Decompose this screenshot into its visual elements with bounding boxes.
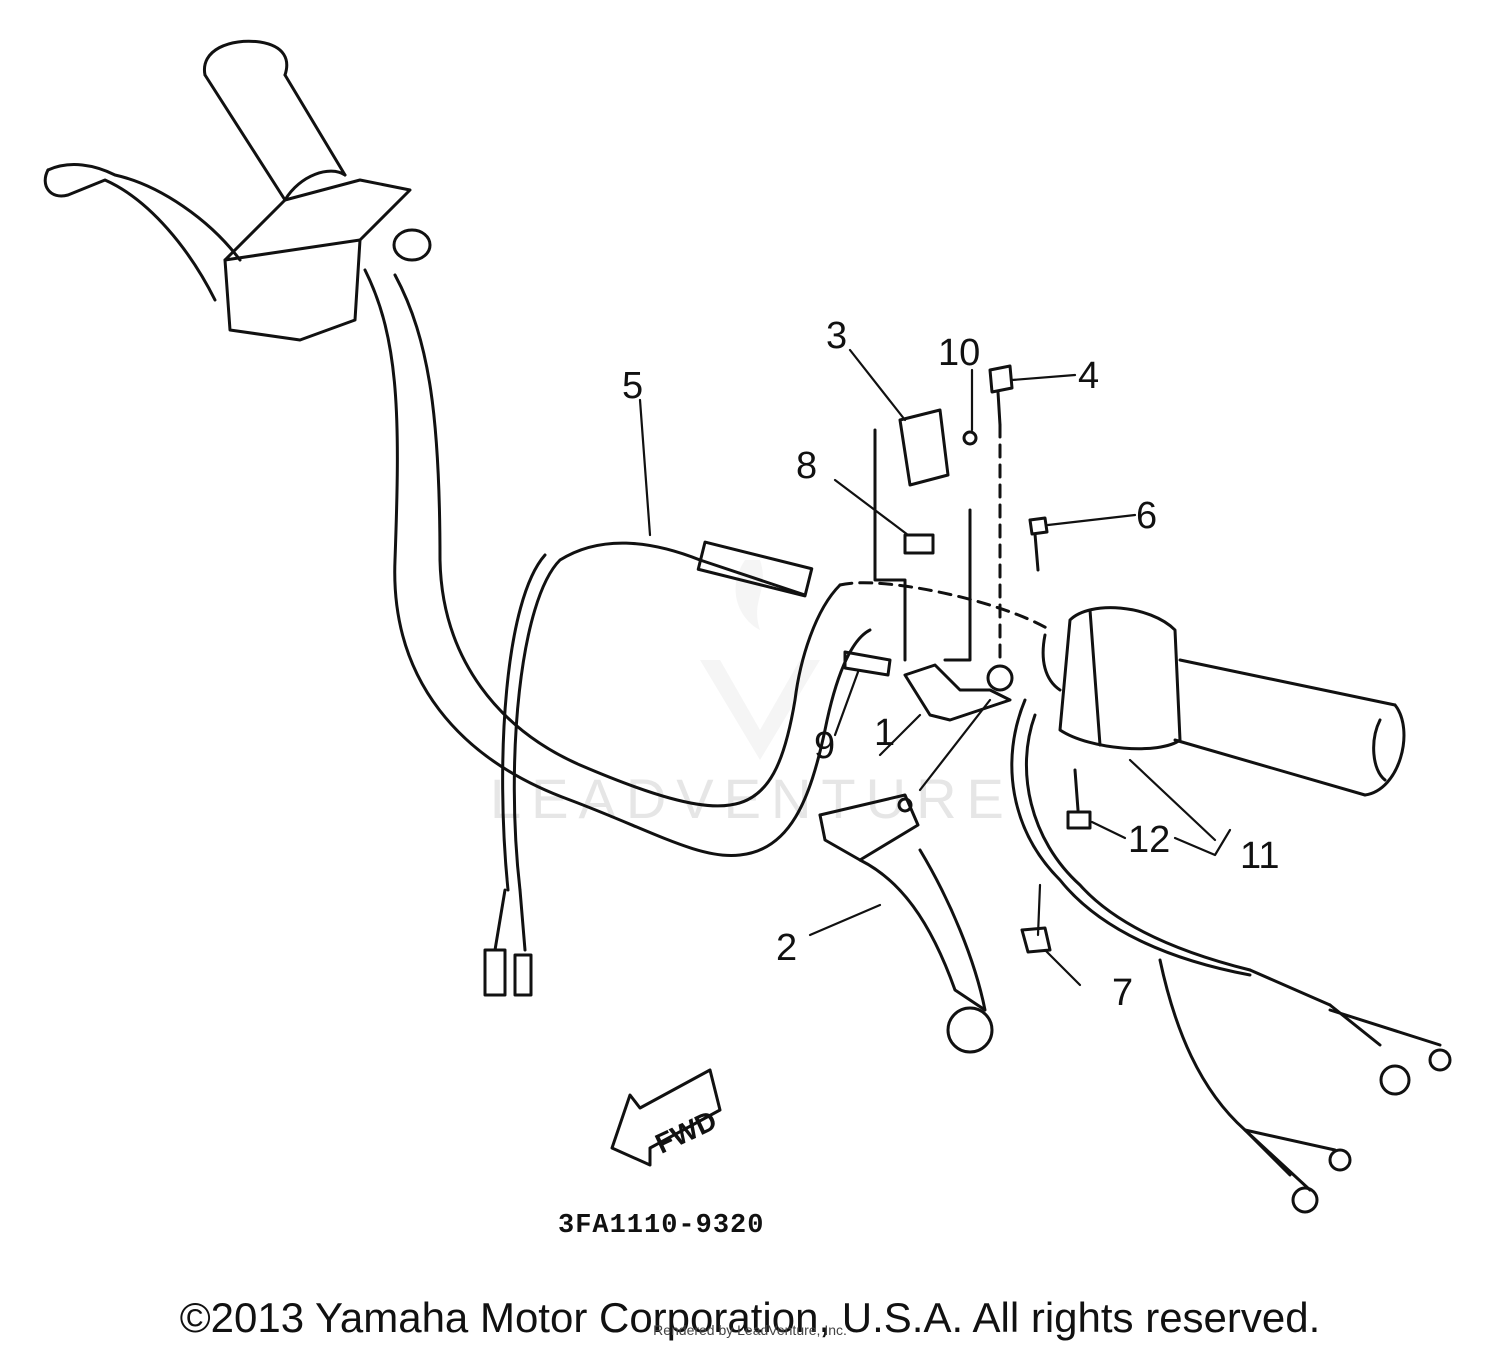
part-label-8: 8 <box>796 445 817 487</box>
left-lever <box>43 163 242 302</box>
part-label-3: 3 <box>826 315 847 357</box>
switch-unit <box>873 408 978 662</box>
switch-harness <box>1010 698 1452 1214</box>
part-label-7: 7 <box>1112 972 1133 1014</box>
part-label-12: 12 <box>1128 819 1170 861</box>
part-label-2: 2 <box>776 927 797 969</box>
lever-bracket <box>903 423 1014 722</box>
part-label-4: 4 <box>1078 355 1099 397</box>
handlebar <box>363 268 1052 858</box>
part-label-11: 11 <box>1240 835 1279 877</box>
part-label-9: 9 <box>814 725 835 767</box>
part-label-1: 1 <box>874 712 895 754</box>
fwd-arrow-label: FWD <box>651 1104 722 1159</box>
left-grip <box>203 39 347 202</box>
rendered-by-notice: Rendered by LeadVenture, Inc. <box>653 1322 847 1338</box>
nut-7 <box>1020 926 1052 954</box>
right-grip <box>1173 658 1406 797</box>
copyright-notice: ©2013 Yamaha Motor Corporation, U.S.A. A… <box>179 1294 1321 1341</box>
screw-12 <box>1066 768 1092 830</box>
fwd-arrow-icon <box>610 1068 722 1167</box>
leader-lines <box>638 348 1232 987</box>
lever <box>818 793 994 1054</box>
drawing-code: 3FA1110-9320 <box>558 1211 764 1241</box>
part-label-5: 5 <box>622 365 643 407</box>
bolt-6 <box>1028 516 1049 572</box>
bolt-4 <box>988 364 1014 427</box>
right-switch-housing <box>1041 606 1182 751</box>
left-perch <box>223 178 432 342</box>
part-label-6: 6 <box>1136 495 1157 537</box>
bolt-9 <box>843 650 892 677</box>
clutch-switch-lead <box>483 540 814 997</box>
part-label-10: 10 <box>938 332 980 374</box>
